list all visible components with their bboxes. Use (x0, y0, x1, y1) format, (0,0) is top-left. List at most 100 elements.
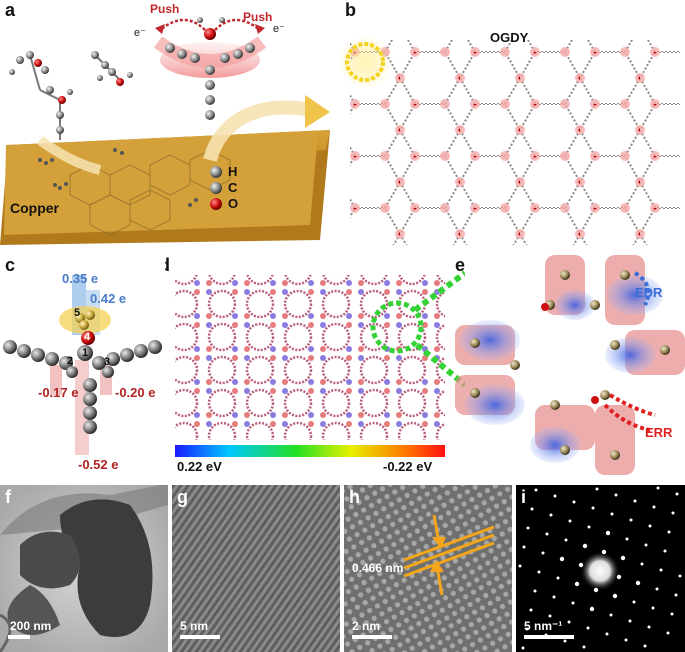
colorbar-max-label: -0.22 eV (383, 459, 433, 474)
push-right-label: Push (243, 10, 273, 24)
scale-label-i: 5 nm⁻¹ (524, 619, 563, 633)
atom-label-2: 2 (67, 355, 74, 367)
scale-label-h: 2 nm (352, 619, 381, 633)
edr-label: EDR (635, 285, 663, 300)
diffraction-spot (670, 612, 674, 616)
charge-label-5: -0.52 e (78, 457, 119, 472)
diffraction-spot (564, 538, 568, 542)
panel-d-drawing (175, 270, 465, 457)
diffraction-spot (591, 506, 595, 510)
panel-c-drawing (3, 275, 162, 455)
colorbar (175, 445, 445, 457)
atom-label-1: 1 (82, 347, 89, 359)
electron-left-label: e⁻ (134, 27, 146, 39)
diffraction-spot (614, 493, 618, 497)
legend-c-label: C (228, 180, 238, 195)
charge-label-2: 0.42 e (90, 291, 127, 306)
copper-label: Copper (10, 200, 59, 216)
tem-image-h (344, 485, 512, 652)
tem-image-g (172, 485, 340, 652)
panel-d: d 0.22 eV -0.22 eV (165, 255, 465, 475)
legend-o-ball (210, 198, 222, 210)
diffraction-spot (612, 593, 618, 599)
diffraction-spot (578, 562, 584, 568)
diffraction-spot (647, 625, 651, 629)
panel-e: e EDR ERR (455, 255, 685, 475)
diffraction-spot (610, 512, 614, 516)
scale-bar-h (352, 635, 392, 639)
panel-b: b OGDY (340, 0, 685, 250)
diffraction-spot (632, 600, 636, 604)
diffraction-spot (605, 530, 611, 536)
diffraction-spot (537, 570, 541, 574)
diffraction-spot (667, 530, 671, 534)
highlight-ring (370, 300, 424, 354)
diffraction-spot (586, 626, 590, 630)
diffraction-spot (624, 638, 628, 642)
highlight-circle (345, 42, 385, 82)
diffraction-spot (556, 576, 560, 580)
diffraction-spot (530, 507, 534, 511)
diffraction-pattern (518, 486, 682, 650)
panel-e-label: e (455, 255, 466, 275)
panel-c-label: c (5, 255, 16, 275)
scale-label-g: 5 nm (180, 619, 209, 633)
diffraction-spot (652, 505, 656, 509)
diffraction-spot (651, 606, 655, 610)
diffraction-spot (587, 525, 591, 529)
legend-o-label: O (228, 196, 239, 211)
atom-label-5: 5 (74, 307, 81, 319)
atom-label-4: 4 (84, 331, 91, 343)
charge-label-3: -0.17 e (38, 385, 79, 400)
charge-label-1: 0.35 e (62, 271, 99, 286)
panel-a-drawing (0, 17, 330, 245)
panel-b-label: b (345, 0, 356, 20)
diffraction-spot (671, 511, 675, 515)
panel-a: a Push Push e⁻ e⁻ Copper H C O (0, 0, 340, 250)
panel-g: g 5 nm (172, 485, 340, 652)
diffraction-spot (525, 627, 529, 631)
diffraction-spot (628, 619, 632, 623)
atom-label-3: 3 (104, 356, 111, 368)
diffraction-spot (605, 632, 609, 636)
diffraction-spot (644, 543, 648, 547)
scale-bar-g (180, 635, 220, 639)
diffraction-spot (666, 631, 670, 635)
diffraction-spot (648, 524, 652, 528)
diffraction-spot (595, 487, 599, 491)
diffraction-spot (640, 562, 644, 566)
legend-h-label: H (228, 164, 238, 179)
diffraction-spot (571, 601, 575, 605)
charge-label-4: -0.20 e (115, 385, 156, 400)
panel-a-label: a (5, 0, 16, 20)
push-left-label: Push (150, 2, 180, 16)
electron-right-label: e⁻ (273, 23, 285, 35)
diffraction-spot (625, 537, 629, 541)
tem-image-f (0, 485, 168, 652)
diffraction-spot (616, 574, 622, 580)
ogdy-title: OGDY (490, 30, 529, 45)
diffraction-spot (574, 581, 580, 587)
diffraction-spot (643, 644, 647, 648)
diffraction-spot (678, 574, 682, 578)
diffraction-spot (529, 608, 533, 612)
legend-h-ball (210, 166, 222, 178)
diffraction-spot (521, 646, 525, 650)
diffraction-spot (593, 587, 599, 593)
diffraction-spot (541, 551, 545, 555)
err-label: ERR (645, 425, 673, 440)
diffraction-spot (655, 587, 659, 591)
diffraction-spot (674, 593, 678, 597)
panel-c: c 0.35 e 0.42 e -0.17 e -0.20 e -0.52 e … (0, 255, 165, 475)
legend-c-ball (210, 182, 222, 194)
diffraction-spot (582, 543, 588, 549)
diffraction-spot (663, 549, 667, 553)
diffraction-spot (656, 486, 660, 490)
panel-f-label: f (5, 487, 11, 507)
panel-e-drawing (455, 255, 685, 475)
diffraction-spot (567, 620, 571, 624)
diffraction-spot (568, 519, 572, 523)
diffraction-spot (563, 639, 567, 643)
panel-h: h 0.466 nm 2 nm (344, 485, 512, 652)
panel-d-label: d (165, 255, 170, 276)
